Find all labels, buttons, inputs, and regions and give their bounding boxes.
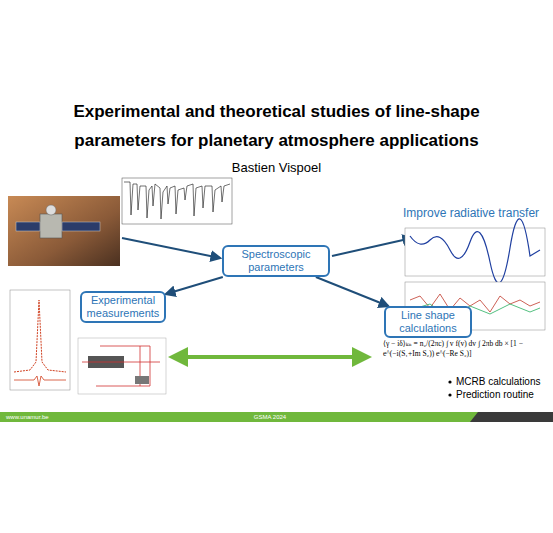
bullet [448,393,451,396]
venus-photo [8,196,120,266]
box-label: Experimental measurements [85,294,161,320]
lineshape-residual [14,376,66,386]
lineshape-peak [14,300,66,372]
text-box: Line shape calculations [384,306,472,338]
lineshape-plot [10,290,70,390]
bullet [448,380,451,383]
detector [135,376,149,384]
radiance-line [410,219,540,283]
box-label: Spectroscopic parameters [227,248,325,274]
setup-diagram [78,338,166,394]
footer-bar [0,412,478,422]
bullet-item: MCRB calculations [456,376,551,387]
footer-event: GSMA 2024 [230,413,310,421]
link-arrow [172,355,368,359]
author-name: Bastien Vispoel [100,160,453,175]
box-label: Line shape calculations [389,309,467,335]
formula: ⟨γ − iδ⟩ₖₙ = n₂/(2πc) ∫ v f(v) dv ∫ 2πb … [383,339,548,359]
spectrum-plot [122,178,232,224]
beam-path [82,346,160,386]
footer-url: www.unamur.be [6,413,86,421]
flow-arrow [166,277,223,294]
radiance-plot [405,228,545,276]
flow-arrow [316,277,388,306]
output-arrow [332,238,412,256]
bullet-item: Prediction routine [456,389,551,400]
footer-tab [470,412,553,422]
slide-title: Experimental and theoretical studies of … [40,97,513,155]
text-box: Experimental measurements [80,291,166,323]
plot-caption: Improve radiative transfer [403,206,551,220]
spectrum-line [124,182,230,219]
input-arrow [122,238,220,258]
text-box: Spectroscopic parameters [222,245,330,277]
satellite [16,205,100,238]
